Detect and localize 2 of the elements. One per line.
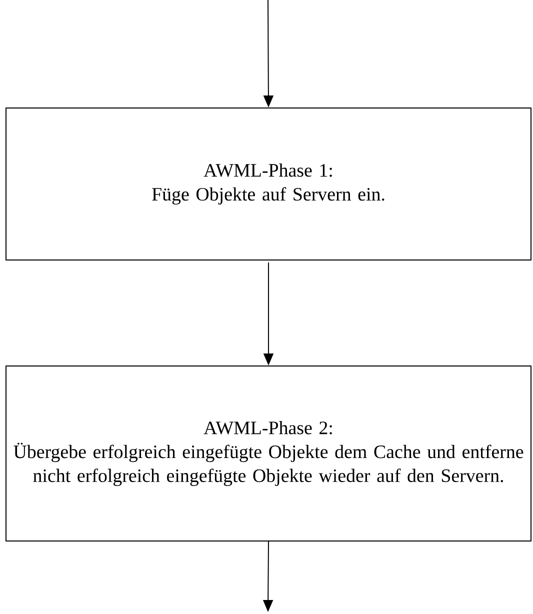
process-box: AWML-Phase 2: Übergebe erfolgreich eingefügte Objekte dem Cache und entferne nicht erfolgreich eingefügte Objekte wieder auf den Servern. — [6, 366, 532, 542]
process-box: AWML-Phase 1: Füge Objekte auf Servern ein. — [6, 108, 532, 260]
